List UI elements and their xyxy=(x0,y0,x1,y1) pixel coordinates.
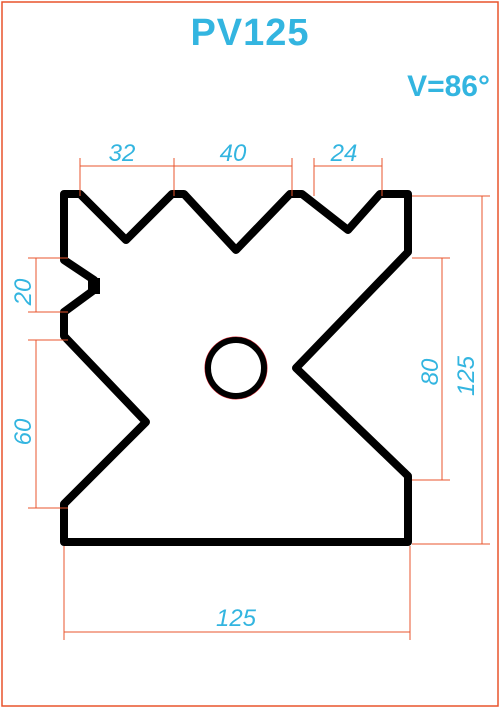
dimension-label-top-left: 32 xyxy=(109,140,136,167)
dimension-label-right: 80 xyxy=(417,358,444,385)
centre-hole xyxy=(205,337,267,399)
dimension-bottom-overall xyxy=(63,546,411,640)
dimension-top-middle xyxy=(174,158,293,196)
dimension-left-lower xyxy=(28,339,68,509)
dimension-label-overall-height: 125 xyxy=(453,355,480,396)
dimension-label-left-lower: 60 xyxy=(10,418,37,445)
dimension-label-left-upper: 20 xyxy=(10,278,37,306)
dimension-right-inner xyxy=(412,257,450,481)
notch-detail xyxy=(88,278,100,294)
dimension-right-overall xyxy=(412,195,490,545)
dimension-label-overall-width: 125 xyxy=(216,605,257,632)
dimension-top-left xyxy=(79,158,175,196)
angle-label: V=86° xyxy=(407,70,490,103)
page-title: PV125 xyxy=(190,12,310,54)
die-profile-outline xyxy=(60,190,412,546)
dimension-left-upper xyxy=(28,257,68,313)
dimension-top-right xyxy=(313,158,383,196)
dimension-label-top-middle: 40 xyxy=(220,140,247,167)
dimension-label-top-right: 24 xyxy=(330,140,358,167)
